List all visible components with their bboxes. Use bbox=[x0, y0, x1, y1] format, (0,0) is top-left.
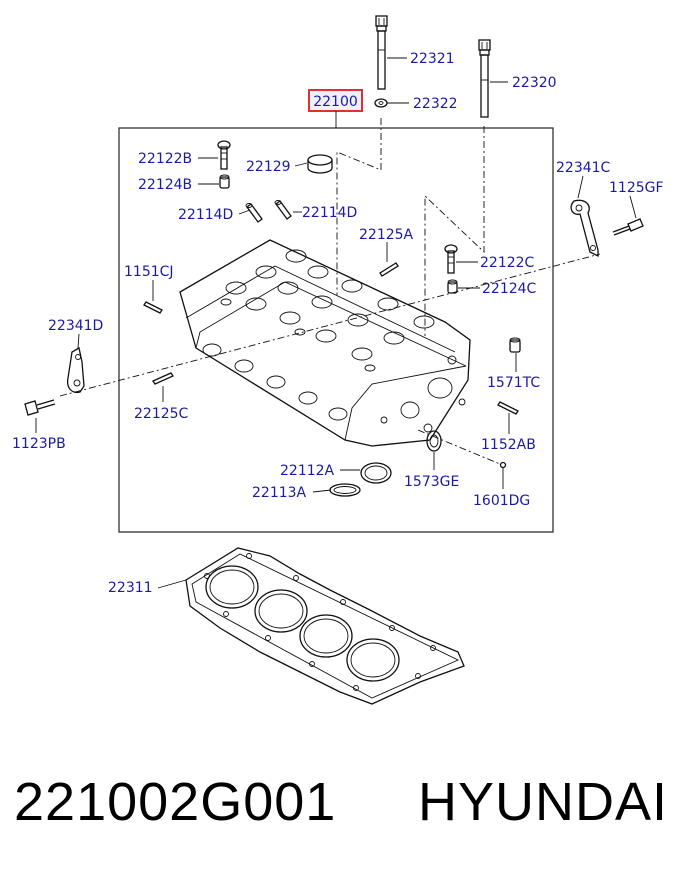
callout-1601dg[interactable]: 1601DG bbox=[473, 493, 530, 509]
callout-1152ab[interactable]: 1152AB bbox=[481, 437, 536, 453]
bolt-22321-icon bbox=[375, 15, 388, 90]
pin-22114d-right-icon bbox=[274, 200, 292, 220]
plug-22129-icon bbox=[307, 154, 333, 174]
pin-22114d-left-icon bbox=[245, 203, 263, 223]
callout-1125gf[interactable]: 1125GF bbox=[609, 180, 664, 196]
callout-22113a[interactable]: 22113A bbox=[252, 485, 307, 501]
pin-1151cj-icon bbox=[143, 301, 163, 314]
callout-22320[interactable]: 22320 bbox=[512, 75, 557, 91]
callout-1573ge[interactable]: 1573GE bbox=[404, 474, 459, 490]
plug-1571tc-icon bbox=[509, 337, 521, 353]
part-number-caption: 221002G001 bbox=[14, 772, 336, 832]
seal-1573ge-icon bbox=[426, 430, 442, 452]
callout-22341d[interactable]: 22341D bbox=[48, 318, 103, 334]
leader-lines bbox=[35, 157, 637, 589]
callout-22124c[interactable]: 22124C bbox=[482, 281, 537, 297]
callout-1571tc[interactable]: 1571TC bbox=[487, 375, 540, 391]
callout-22114d-right[interactable]: 22114D bbox=[302, 205, 357, 221]
callout-22125a[interactable]: 22125A bbox=[359, 227, 414, 243]
bolt-1125gf-icon bbox=[612, 218, 644, 236]
callout-22321[interactable]: 22321 bbox=[410, 51, 455, 67]
seal-22112a-icon bbox=[360, 462, 392, 484]
bolt-22122b-icon bbox=[217, 140, 231, 170]
main-part-callout[interactable]: 22100 bbox=[308, 89, 363, 112]
stud-22125c-icon bbox=[152, 372, 174, 385]
callout-labels: 22321 22320 22322 22122B 22124B 22129 22… bbox=[12, 51, 664, 596]
callout-22114d-left[interactable]: 22114D bbox=[178, 207, 233, 223]
bracket-22341d-icon bbox=[66, 346, 85, 394]
dowel-22124c-icon bbox=[447, 279, 458, 294]
callout-1123pb[interactable]: 1123PB bbox=[12, 436, 66, 452]
callout-22341c[interactable]: 22341C bbox=[556, 160, 611, 176]
pin-1152ab-icon bbox=[497, 401, 519, 415]
callout-22122c[interactable]: 22122C bbox=[480, 255, 535, 271]
highlight-box bbox=[308, 89, 363, 112]
bracket-22341c-icon bbox=[570, 199, 599, 258]
head-gasket-22311-icon bbox=[185, 547, 465, 705]
callout-22122b[interactable]: 22122B bbox=[138, 151, 192, 167]
brand-caption: HYUNDAI bbox=[418, 772, 668, 832]
fitting-1601dg-icon bbox=[499, 461, 507, 469]
dowel-22124b-icon bbox=[219, 174, 230, 189]
callout-22311[interactable]: 22311 bbox=[108, 580, 153, 596]
callout-22129[interactable]: 22129 bbox=[246, 159, 291, 175]
bolt-1123pb-icon bbox=[24, 399, 56, 416]
bolt-22122c-icon bbox=[444, 244, 458, 274]
callout-22112a[interactable]: 22112A bbox=[280, 463, 335, 479]
washer-22322-icon bbox=[374, 98, 388, 108]
oring-22113a-icon bbox=[329, 483, 361, 497]
cylinder-head-icon bbox=[179, 239, 471, 447]
stud-22125a-icon bbox=[379, 262, 399, 277]
callout-22125c[interactable]: 22125C bbox=[134, 406, 189, 422]
callout-1151cj[interactable]: 1151CJ bbox=[124, 264, 174, 280]
callout-22322[interactable]: 22322 bbox=[413, 96, 458, 112]
bolt-22320-icon bbox=[478, 39, 491, 118]
main-part-number: 22100 bbox=[313, 94, 358, 110]
callout-22124b[interactable]: 22124B bbox=[138, 177, 192, 193]
